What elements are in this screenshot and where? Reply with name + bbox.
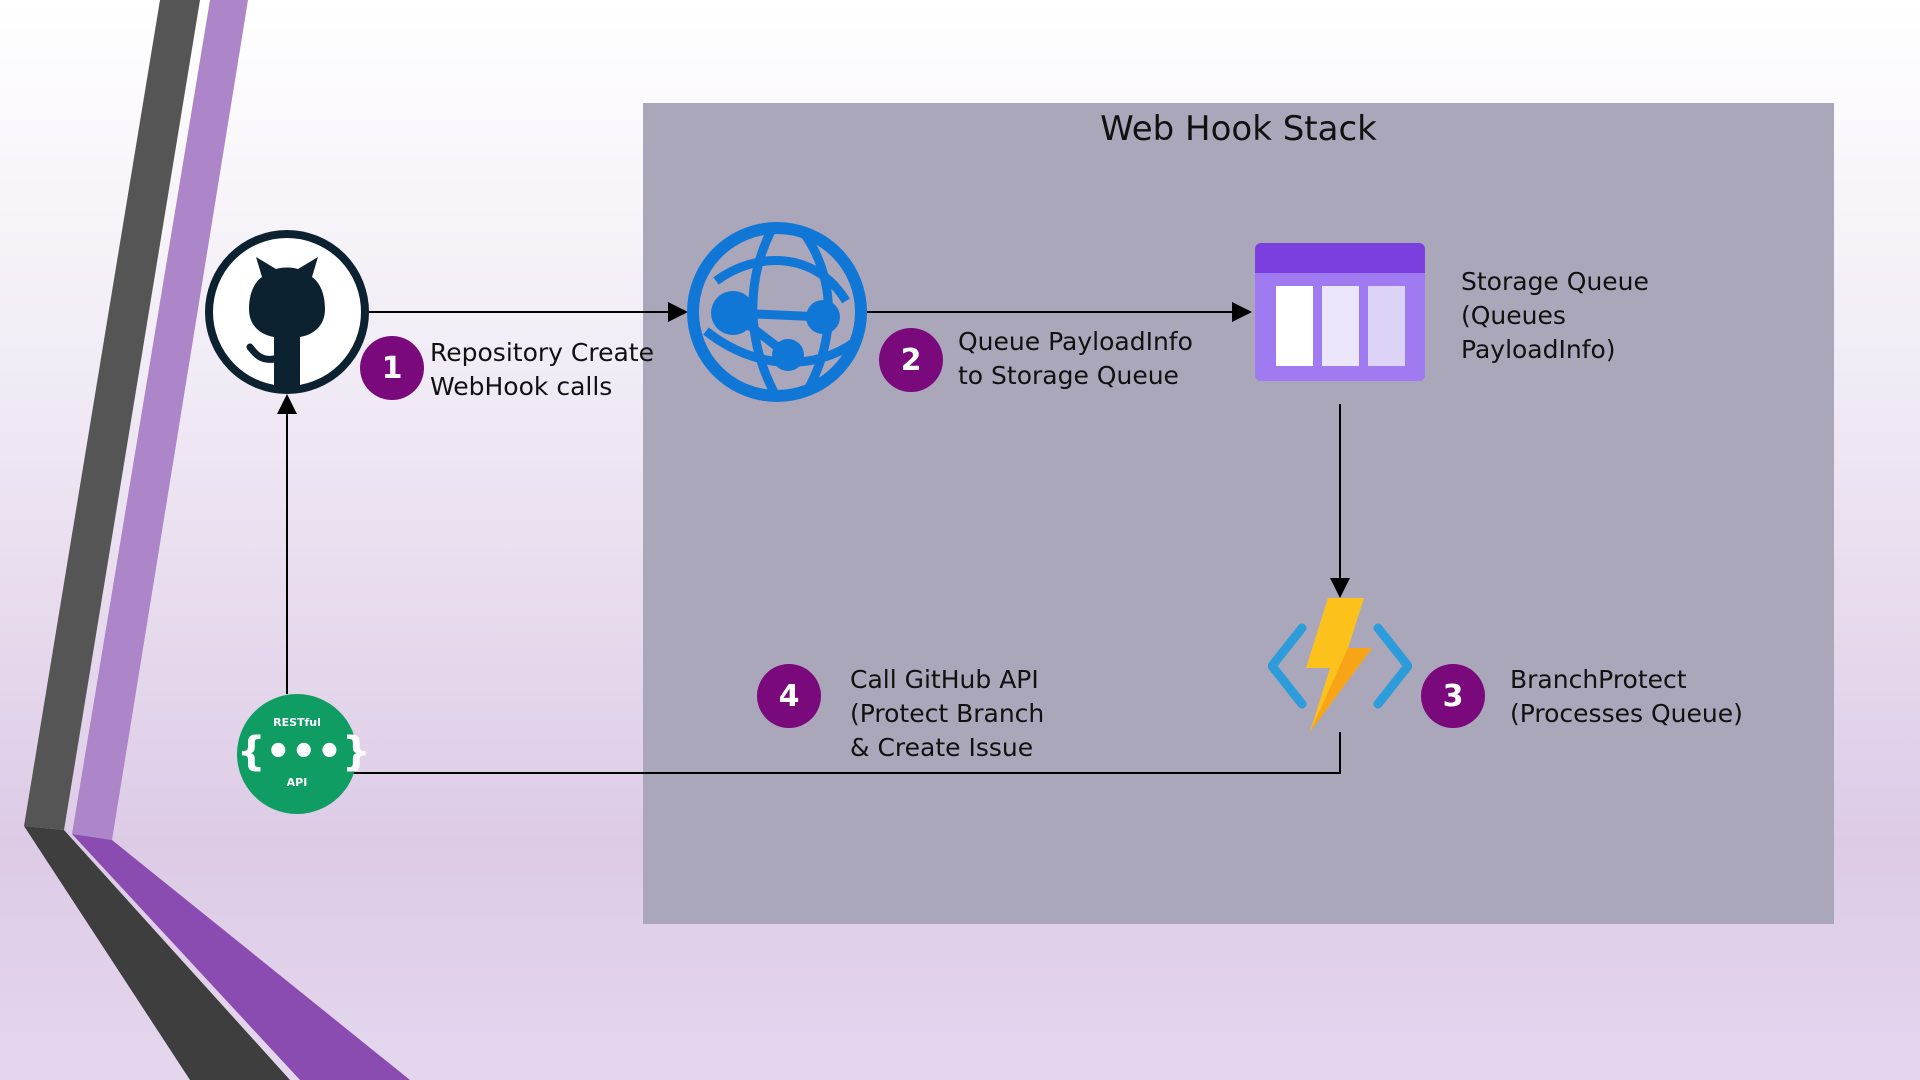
step-1-line-1: Repository Create <box>430 338 654 367</box>
azure-function-icon <box>1268 598 1412 732</box>
storage-queue-line-2: (Queues <box>1461 301 1566 330</box>
step-3-badge: 3 <box>1421 664 1485 728</box>
step-2-badge: 2 <box>879 328 943 392</box>
step-2-line-1: Queue PayloadInfo <box>958 327 1193 356</box>
stack-title: Web Hook Stack <box>1100 109 1377 149</box>
storage-queue-line-3: PayloadInfo) <box>1461 335 1616 364</box>
restful-api-icon: RESTful {•••} API <box>237 694 371 814</box>
web-app-globe-icon <box>687 222 867 402</box>
step-3-label: BranchProtect (Processes Queue) <box>1510 663 1743 731</box>
step-4-badge: 4 <box>757 664 821 728</box>
decorative-stripes <box>24 0 410 1080</box>
step-1-line-2: WebHook calls <box>430 372 613 401</box>
api-icon-bottom-text: API <box>286 776 308 789</box>
storage-queue-label: Storage Queue (Queues PayloadInfo) <box>1461 265 1649 367</box>
web-hook-stack-box: Web Hook Stack <box>643 103 1834 924</box>
storage-queue-icon <box>1255 243 1425 381</box>
step-4-label: Call GitHub API (Protect Branch & Create… <box>850 663 1044 765</box>
step-2-line-2: to Storage Queue <box>958 361 1179 390</box>
step-4-line-3: & Create Issue <box>850 733 1034 762</box>
step-3-line-2: (Processes Queue) <box>1510 699 1743 728</box>
step-4-line-2: (Protect Branch <box>850 699 1045 728</box>
api-icon-braces: {•••} <box>237 729 371 775</box>
step-4-line-1: Call GitHub API <box>850 665 1039 694</box>
step-1-badge: 1 <box>360 336 424 400</box>
step-3-line-1: BranchProtect <box>1510 665 1687 694</box>
storage-queue-line-1: Storage Queue <box>1461 267 1649 296</box>
line-function-to-api <box>352 732 1341 774</box>
step-2-label: Queue PayloadInfo to Storage Queue <box>958 325 1193 393</box>
github-octocat-icon <box>205 230 369 394</box>
step-1-label: Repository Create WebHook calls <box>430 336 654 404</box>
api-icon-top-text: RESTful <box>273 716 321 729</box>
